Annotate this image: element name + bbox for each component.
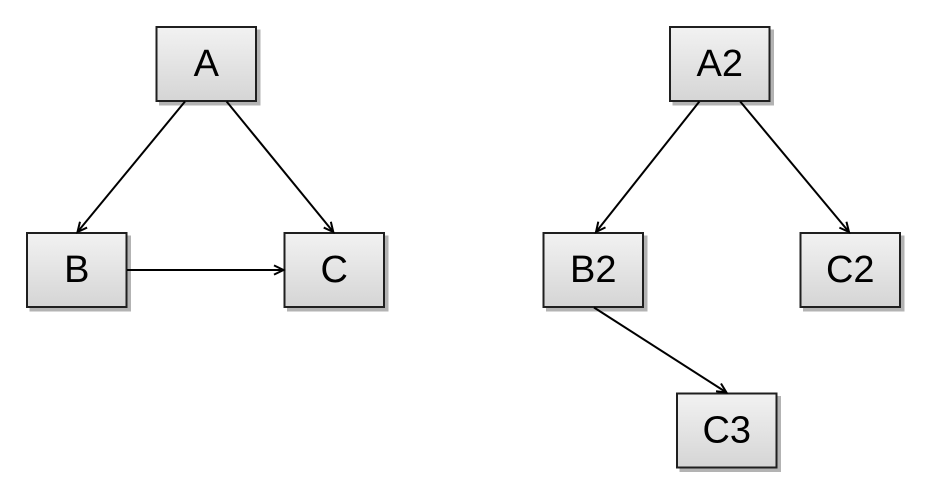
svg-text:C2: C2 bbox=[826, 249, 875, 291]
svg-text:C3: C3 bbox=[702, 410, 751, 452]
svg-text:B: B bbox=[64, 249, 89, 291]
svg-text:C: C bbox=[321, 249, 348, 291]
svg-text:A: A bbox=[194, 43, 220, 85]
svg-text:B2: B2 bbox=[570, 249, 616, 291]
svg-text:A2: A2 bbox=[697, 43, 743, 85]
